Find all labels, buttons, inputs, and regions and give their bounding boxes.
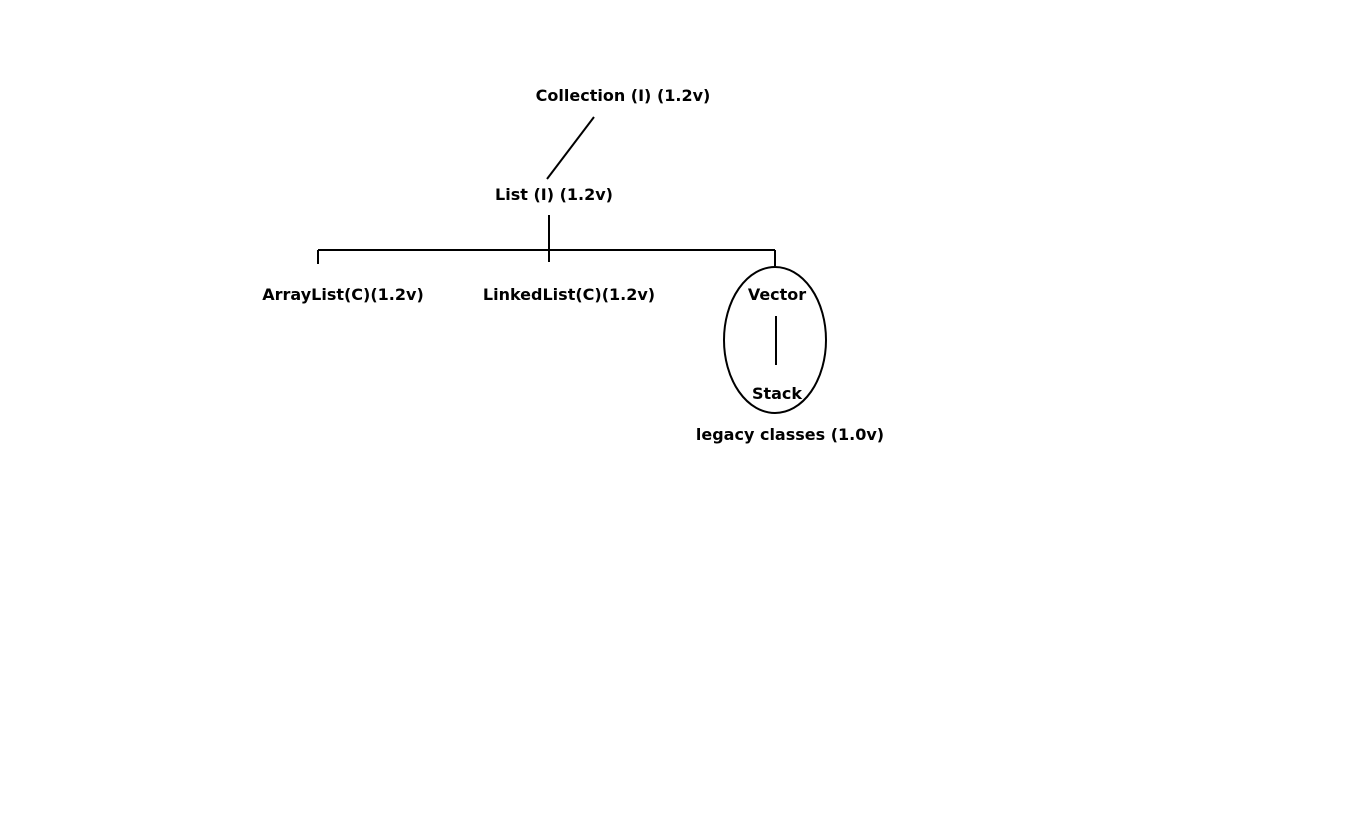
node-linkedlist: LinkedList(C)(1.2v) — [482, 285, 656, 304]
legacy-classes-ellipse — [723, 266, 827, 414]
node-vector: Vector — [747, 285, 807, 304]
edge-collection-list — [546, 116, 595, 180]
legacy-classes-annotation: legacy classes (1.0v) — [695, 425, 885, 444]
node-arraylist: ArrayList(C)(1.2v) — [262, 285, 424, 304]
node-stack: Stack — [751, 384, 803, 403]
node-list: List (I) (1.2v) — [495, 185, 613, 204]
node-collection: Collection (I) (1.2v) — [535, 86, 711, 105]
